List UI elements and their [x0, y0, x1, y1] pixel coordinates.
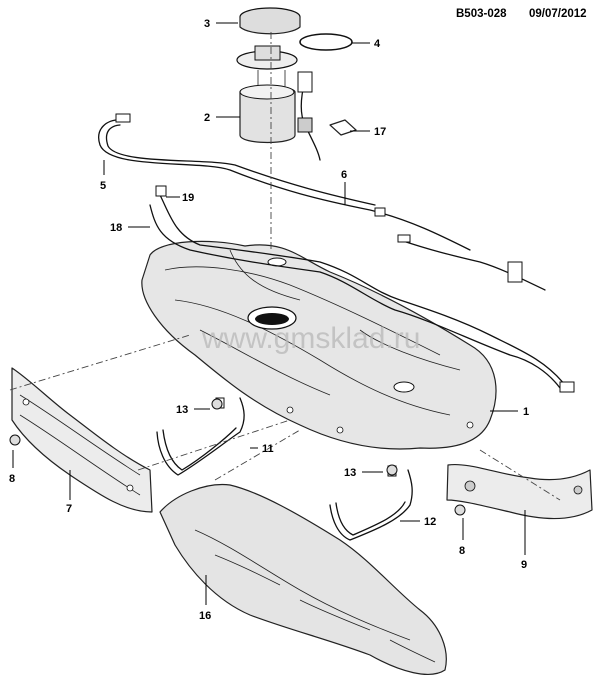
- callout-19: 19: [182, 192, 194, 204]
- underbody-shield: [159, 483, 447, 675]
- callout-6: 6: [341, 169, 347, 181]
- callout-12: 12: [424, 516, 436, 528]
- assembly-lines: [9, 32, 561, 501]
- callout-17: 17: [374, 126, 386, 138]
- callout-2: 2: [204, 112, 210, 124]
- fuel-tank: [141, 240, 497, 450]
- callout-16: 16: [199, 610, 211, 622]
- callout-labels: 3 4 2 17 5 6 19 18 1 13 11 13 12 7 8 8 9…: [9, 18, 529, 622]
- callout-13-right: 13: [344, 467, 356, 479]
- callout-4: 4: [374, 38, 381, 50]
- callout-7: 7: [66, 503, 72, 515]
- callout-13-left: 13: [176, 404, 188, 416]
- callout-3: 3: [204, 18, 210, 30]
- callout-leaders: [12, 22, 526, 605]
- callout-5: 5: [100, 180, 106, 192]
- callout-1: 1: [523, 406, 529, 418]
- diagram-code: B503-028: [456, 8, 507, 20]
- fuel-lines: [98, 113, 575, 393]
- fuel-pump-module: [236, 7, 357, 161]
- callout-8-left: 8: [9, 473, 15, 485]
- bolts: [9, 398, 466, 516]
- diagram-date: 09/07/2012: [529, 8, 587, 20]
- callout-11: 11: [262, 443, 274, 455]
- heat-shield-right: [446, 463, 593, 520]
- watermark: www.gmsklad.ru: [201, 322, 420, 355]
- callout-8-right: 8: [459, 545, 465, 557]
- callout-9: 9: [521, 559, 527, 571]
- callout-18: 18: [110, 222, 122, 234]
- heat-shield-left: [11, 367, 153, 513]
